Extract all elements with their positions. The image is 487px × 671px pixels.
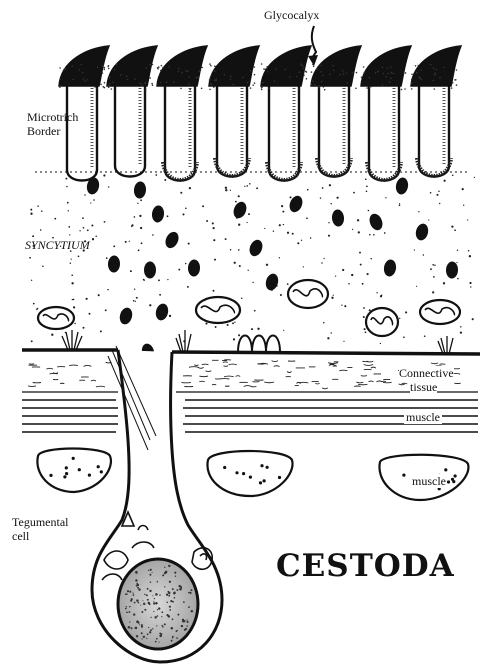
granule bbox=[446, 261, 459, 278]
granule bbox=[163, 230, 181, 250]
granule bbox=[331, 209, 344, 227]
granule bbox=[154, 302, 170, 321]
microtrich bbox=[411, 46, 461, 177]
microtrich-border bbox=[35, 46, 470, 181]
granule bbox=[395, 177, 410, 196]
syncytium-stipple bbox=[29, 174, 475, 344]
diagram-title: CESTODA bbox=[276, 548, 455, 584]
granule bbox=[188, 259, 201, 276]
granule bbox=[133, 181, 146, 199]
label-border: Border bbox=[27, 124, 60, 138]
label-muscle-layer: muscle bbox=[404, 410, 442, 424]
mitochondrion bbox=[366, 308, 398, 336]
microtrich bbox=[107, 46, 157, 177]
granule bbox=[151, 205, 165, 223]
microtrich bbox=[361, 46, 411, 181]
granule bbox=[383, 259, 398, 278]
mitochondrion bbox=[288, 280, 328, 308]
label-connective: Connective bbox=[399, 366, 454, 380]
nucleus bbox=[118, 559, 198, 649]
mitochondrion bbox=[38, 307, 74, 329]
label-tegumental: Tegumental bbox=[12, 515, 68, 529]
label-tissue: tissue bbox=[410, 380, 437, 394]
label-syncytium: SYNCYTIUM bbox=[25, 238, 90, 252]
microtrich bbox=[261, 46, 311, 181]
label-muscle-bundle: muscle bbox=[412, 474, 446, 488]
label-microtrich: Microtrich bbox=[27, 110, 78, 124]
microtrich bbox=[209, 46, 259, 177]
glycocalyx-pointer bbox=[312, 26, 316, 58]
lamina-folds bbox=[238, 336, 280, 353]
granule bbox=[367, 212, 385, 232]
granule bbox=[414, 222, 430, 241]
mitochondrion bbox=[196, 297, 240, 323]
microtrich bbox=[311, 46, 361, 177]
granule bbox=[118, 306, 134, 326]
mitochondrion bbox=[420, 300, 460, 324]
granule bbox=[247, 238, 264, 258]
microtrich bbox=[157, 46, 207, 181]
basal-lamina-right bbox=[172, 352, 480, 354]
mitochondria bbox=[38, 280, 460, 336]
granule bbox=[264, 272, 280, 292]
label-glycocalyx: Glycocalyx bbox=[264, 8, 319, 22]
granule bbox=[231, 200, 248, 220]
granule bbox=[108, 255, 121, 273]
label-cell: cell bbox=[12, 529, 29, 543]
granule bbox=[144, 261, 156, 278]
